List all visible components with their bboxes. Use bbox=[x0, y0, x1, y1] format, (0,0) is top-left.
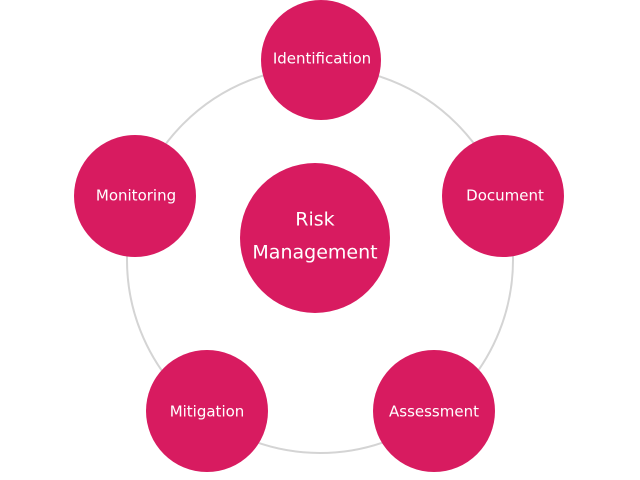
mitigation-label: Mitigation bbox=[170, 403, 245, 421]
document-label: Document bbox=[466, 187, 544, 205]
assessment-label: Assessment bbox=[389, 403, 479, 421]
monitoring-circle bbox=[74, 135, 196, 257]
identification-circle bbox=[261, 0, 381, 120]
center-label-line2: Management bbox=[252, 242, 377, 264]
center-node: Risk Management bbox=[240, 163, 390, 313]
document-circle bbox=[442, 135, 564, 257]
node-monitoring: Monitoring bbox=[74, 135, 196, 257]
identification-label: Identification bbox=[273, 50, 371, 68]
mitigation-circle bbox=[146, 350, 268, 472]
node-document: Document bbox=[442, 135, 564, 257]
node-mitigation: Mitigation bbox=[146, 350, 268, 472]
node-identification: Identification bbox=[261, 0, 381, 120]
center-label-line1: Risk bbox=[295, 209, 334, 231]
center-circle bbox=[240, 163, 390, 313]
assessment-circle bbox=[373, 350, 495, 472]
node-assessment: Assessment bbox=[373, 350, 495, 472]
monitoring-label: Monitoring bbox=[96, 187, 176, 205]
